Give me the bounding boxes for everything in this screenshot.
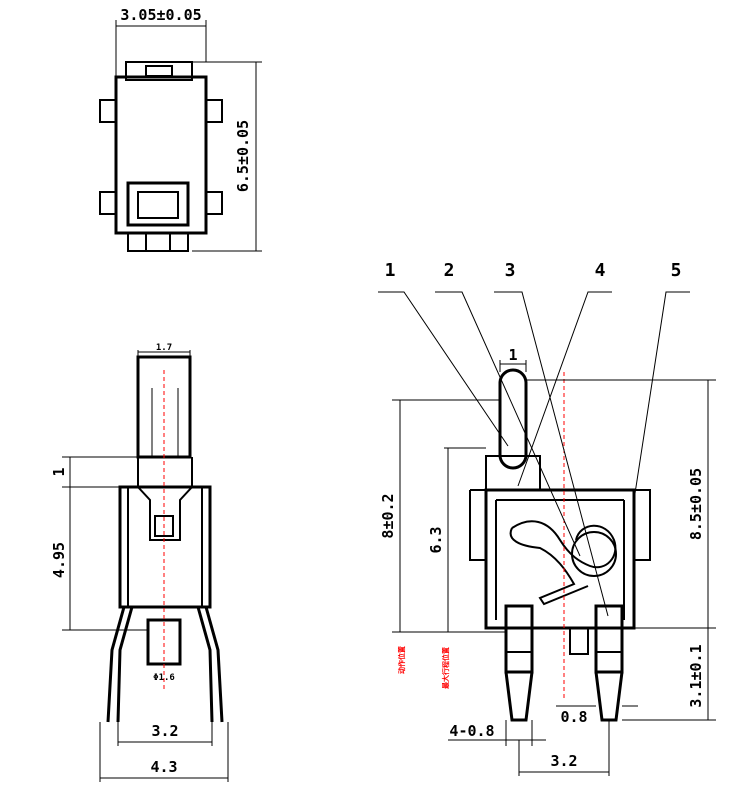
front-view-plunger-collar (485, 455, 541, 491)
front-view-mid-lug (569, 627, 589, 655)
side-view: 1.7 1 4.95 Φ1.6 3.2 4.3 (50, 343, 229, 782)
callout-3: 3 (505, 260, 516, 281)
side-overall-width-dim: 4.3 (150, 758, 177, 776)
front-stem-width-dim: 1 (508, 346, 517, 364)
front-view-pin-left (504, 604, 534, 674)
top-view-tab-left-lower (99, 191, 117, 215)
front-pin-length-dim: 3.1±0.1 (687, 644, 705, 707)
top-view-foot (127, 232, 189, 252)
front-view-plunger (498, 368, 528, 470)
front-pin-spacing-dim: 3.2 (550, 752, 577, 770)
side-view-leg-left (106, 606, 126, 723)
top-height-dim: 6.5±0.05 (234, 120, 252, 192)
front-view-spring (511, 520, 617, 569)
top-view: 3.05±0.05 6.5±0.05 (99, 6, 262, 252)
side-body-height-dim: 4.95 (50, 542, 68, 578)
callout-5: 5 (671, 260, 682, 281)
front-pin-width-dim: 4-0.8 (449, 722, 494, 740)
side-pin-dia-dim: Φ1.6 (153, 673, 175, 683)
top-view-tab-right-lower (205, 191, 223, 215)
side-view-housing (118, 485, 212, 609)
top-view-cap (125, 61, 193, 81)
top-view-tab-right-upper (205, 99, 223, 123)
front-contact-height-dim: 6.3 (427, 526, 445, 553)
side-view-leg-right (204, 606, 224, 723)
top-view-plunger-outer (126, 181, 190, 227)
side-top-step-dim: 1 (50, 467, 68, 476)
top-view-tab-left-upper (99, 99, 117, 123)
top-view-plunger-inner (137, 191, 179, 219)
front-view-pin-right (594, 604, 624, 674)
callout-4: 4 (595, 260, 606, 281)
front-pin-thickness-dim: 0.8 (560, 708, 587, 726)
front-view: 1 2 3 4 5 1 8±0.2 6.3 动作位置 最大行程位置 8.5±0.… (378, 260, 716, 776)
top-view-cap-slot (145, 65, 173, 77)
side-view-slot (154, 515, 174, 537)
callout-2: 2 (444, 260, 455, 281)
callout-1: 1 (385, 260, 396, 281)
side-stem-width-dim: 1.7 (156, 343, 172, 353)
front-travel-height-dim: 8±0.2 (379, 493, 397, 538)
top-width-dim: 3.05±0.05 (120, 6, 201, 24)
side-leg-spacing-dim: 3.2 (151, 722, 178, 740)
front-view-spring-coil (571, 531, 617, 577)
red-note-right: 最大行程位置 (441, 647, 450, 689)
red-note-left: 动作位置 (397, 646, 406, 674)
front-overall-height-dim: 8.5±0.05 (687, 468, 705, 540)
